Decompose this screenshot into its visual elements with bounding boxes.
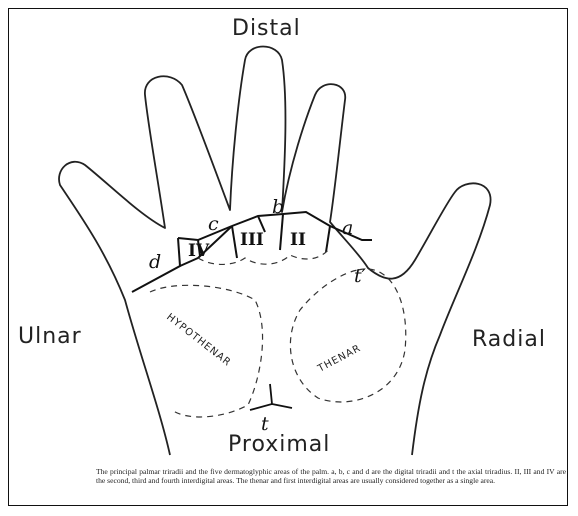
triradius-d-label: d [149, 251, 161, 273]
interdigital-IV-label: IV [188, 241, 210, 261]
proximal-label: Proximal [228, 432, 330, 457]
hypothenar-label: HYPOTHENAR [164, 312, 233, 369]
triradius-lines [132, 212, 372, 292]
interdigital-III-label: III [240, 230, 264, 250]
interdigital-II-label: II [290, 230, 306, 250]
triradius-b-label: b [272, 196, 284, 218]
distal-label: Distal [232, 16, 301, 41]
radial-label: Radial [472, 327, 546, 352]
hand-outline [59, 47, 491, 456]
triradius-t-label: t [261, 413, 269, 435]
axial-triradius-lines [250, 384, 292, 410]
figure-caption: The principal palmar triradii and the fi… [96, 467, 566, 485]
triradius-c-label: c [208, 213, 219, 235]
triradius-a-label: a [342, 217, 353, 239]
thenar-label: THENAR [315, 343, 363, 375]
ulnar-label: Ulnar [18, 324, 82, 349]
triradius-t-prime-label: t′ [354, 265, 367, 287]
